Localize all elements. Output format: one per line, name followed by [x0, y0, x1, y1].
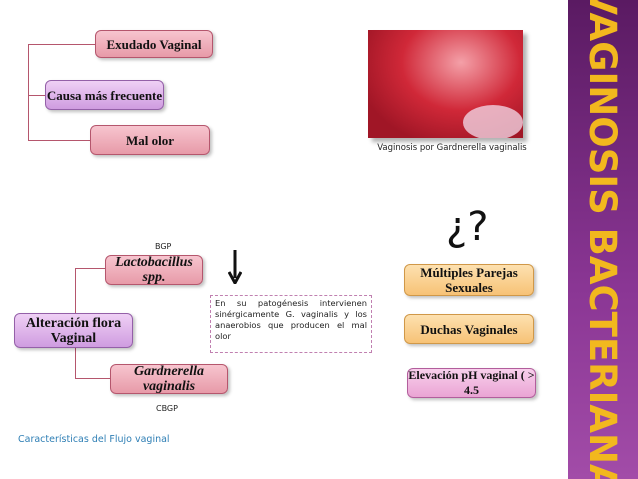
connector [75, 378, 110, 379]
box-causa: Causa más frecuente [45, 80, 164, 110]
box-gardnerella: Gardnerella vaginalis [110, 364, 228, 394]
title-band: VAGINOSIS BACTERIANA [568, 0, 638, 479]
box-mal-olor: Mal olor [90, 125, 210, 155]
box-ph: Elevación pH vaginal ( > 4.5 [407, 368, 536, 398]
bracket-line [28, 44, 29, 141]
footer-caption: Características del Flujo vaginal [18, 434, 170, 445]
clinical-photo [368, 30, 523, 138]
photo-caption: Vaginosis por Gardnerella vaginalis [377, 143, 527, 153]
connector [75, 268, 105, 269]
box-alteracion: Alteración flora Vaginal [14, 313, 133, 348]
connector [28, 140, 90, 141]
connector [28, 44, 95, 45]
box-duchas: Duchas Vaginales [404, 314, 534, 344]
bgp-label: BGP [155, 242, 172, 251]
pathogenesis-note: En su patogénesis intervienen sinérgicam… [210, 295, 372, 353]
down-arrow-icon [228, 250, 242, 284]
question-marks: ¿? [446, 204, 489, 250]
box-lactobacillus: Lactobacillus spp. [105, 255, 203, 285]
slide-title: VAGINOSIS BACTERIANA [581, 0, 625, 479]
box-multiples-parejas: Múltiples Parejas Sexuales [404, 264, 534, 296]
box-exudado: Exudado Vaginal [95, 30, 213, 58]
cbgp-label: CBGP [156, 404, 178, 413]
connector [28, 95, 45, 96]
